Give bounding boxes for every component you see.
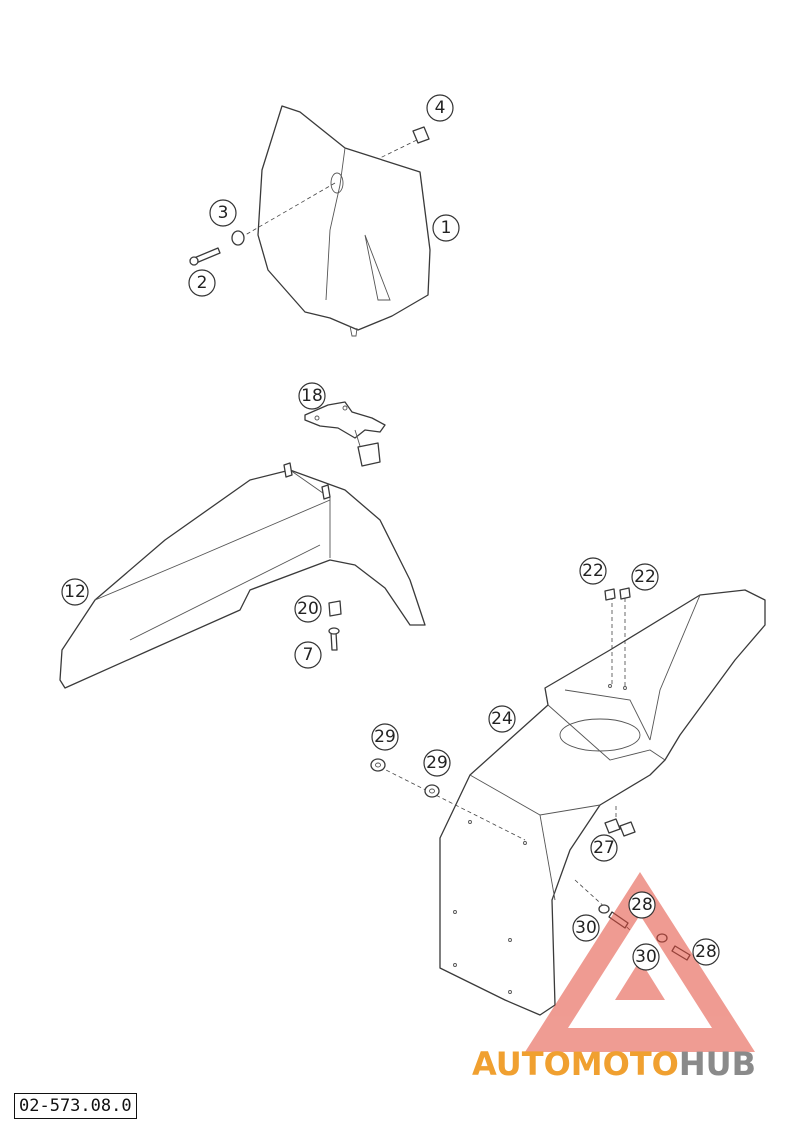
callout-28-b: 28 — [692, 938, 720, 966]
washer-part-3 — [231, 230, 245, 246]
callout-1-label: 1 — [441, 218, 452, 238]
callout-30-b: 30 — [632, 943, 660, 971]
screw-part-22-b — [619, 587, 631, 600]
callout-30-b-label: 30 — [635, 947, 657, 967]
drawing-reference-code: 02-573.08.0 — [14, 1093, 137, 1119]
callout-28-a: 28 — [628, 891, 656, 919]
callout-2: 2 — [188, 269, 216, 297]
callout-20: 20 — [294, 595, 322, 623]
callout-3-label: 3 — [218, 203, 229, 223]
callout-27: 27 — [590, 834, 618, 862]
number-plate — [257, 105, 431, 337]
callout-29-b-label: 29 — [426, 753, 448, 773]
callout-30-a: 30 — [572, 914, 600, 942]
callout-3: 3 — [209, 199, 237, 227]
callout-4: 4 — [426, 94, 454, 122]
callout-18: 18 — [298, 382, 326, 410]
callout-7: 7 — [294, 641, 322, 669]
callout-28-b-label: 28 — [695, 942, 717, 962]
callout-12: 12 — [61, 578, 89, 606]
callout-30-a-label: 30 — [575, 918, 597, 938]
watermark-text-part1: AUTOMOTO — [472, 1045, 679, 1083]
callout-22-b-label: 22 — [634, 567, 656, 587]
callout-22-a: 22 — [579, 557, 607, 585]
callout-22-a-label: 22 — [582, 561, 604, 581]
callout-28-a-label: 28 — [631, 895, 653, 915]
clip-part-27 — [604, 818, 636, 837]
bracket-part-18 — [304, 401, 386, 467]
callout-4-label: 4 — [435, 98, 446, 118]
callout-24: 24 — [488, 705, 516, 733]
screw-part-22-a — [604, 588, 616, 601]
callout-22-b: 22 — [631, 563, 659, 591]
callout-27-label: 27 — [593, 838, 615, 858]
callout-29-a: 29 — [371, 723, 399, 751]
callout-29-b: 29 — [423, 749, 451, 777]
nut-part-20 — [328, 600, 342, 617]
callout-24-label: 24 — [491, 709, 513, 729]
callout-2-label: 2 — [197, 273, 208, 293]
rear-fender-part-24 — [439, 589, 766, 1016]
callout-7-label: 7 — [303, 645, 314, 665]
callout-1: 1 — [432, 214, 460, 242]
washer-part-30-a — [598, 904, 610, 914]
watermark-text-part2: HUB — [679, 1045, 756, 1083]
washer-part-29-a — [370, 758, 386, 772]
screw-part-2 — [189, 247, 221, 266]
callout-12-label: 12 — [64, 582, 86, 602]
screw-part-7 — [328, 627, 340, 651]
callout-18-label: 18 — [301, 386, 323, 406]
front-fender-part-12 — [59, 462, 426, 689]
bushing-part-4 — [412, 126, 430, 144]
callout-20-label: 20 — [297, 599, 319, 619]
watermark-text: AUTOMOTOHUB — [472, 1045, 756, 1083]
washer-part-29-b — [424, 784, 440, 798]
callout-29-a-label: 29 — [374, 727, 396, 747]
